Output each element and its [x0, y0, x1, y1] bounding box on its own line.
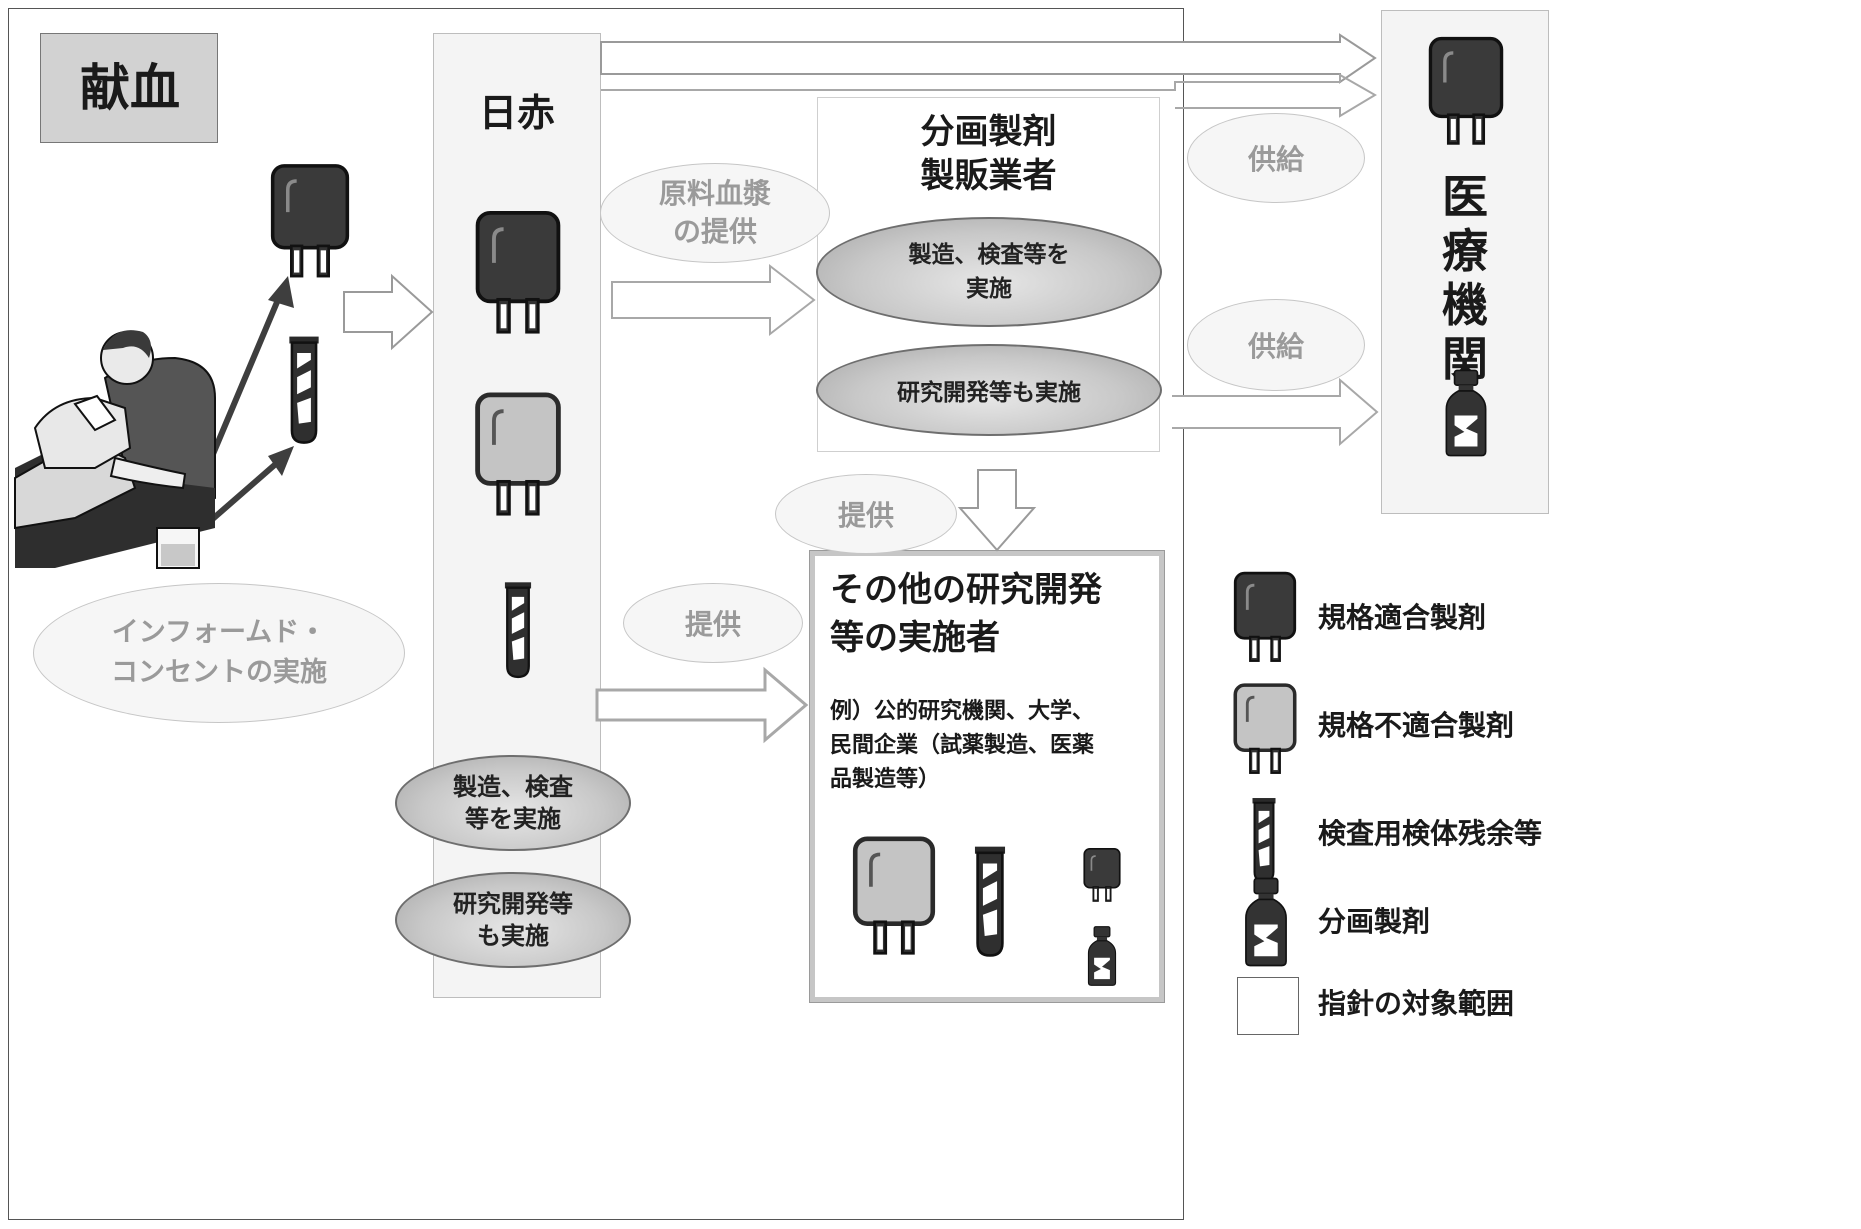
donor-blood-bag-icon [270, 160, 350, 282]
medical-bottle-icon [1441, 368, 1491, 458]
jrc-blood-bag-dark-icon [473, 210, 563, 335]
provide-from-jrc-ellipse: 提供 [623, 583, 803, 663]
down-arrow [957, 469, 1037, 552]
legend-label-nonconforming: 規格不適合製剤 [1318, 709, 1515, 742]
jrc-test-tube-icon [498, 580, 538, 680]
jrc-to-other-rd-arrow [595, 666, 809, 744]
legend-label-conforming: 規格適合製剤 [1318, 601, 1487, 634]
legend-label-scope: 指針の対象範囲 [1318, 987, 1515, 1020]
donation-label: 献血 [80, 59, 180, 117]
legend-label-specimen: 検査用検体残余等 [1318, 817, 1543, 850]
donation-label-box: 献血 [40, 33, 218, 143]
legend-blood-bag-dark-icon [1232, 571, 1298, 663]
donor-test-tube-icon [284, 334, 324, 446]
upper-arrow [601, 73, 1377, 118]
supply-ellipse-1: 供給 [1187, 113, 1365, 203]
legend-blood-bag-light-icon [1232, 683, 1298, 775]
jrc-manufacture-ellipse: 製造、検査 等を実施 [395, 755, 631, 851]
legend-bottle-icon [1240, 876, 1292, 968]
donor-to-jrc-arrow [343, 273, 434, 351]
other-rd-blood-bag-light-icon [851, 836, 937, 956]
jrc-blood-bag-light-icon [473, 392, 563, 517]
frac-manufacture-ellipse: 製造、検査等を 実施 [816, 217, 1162, 327]
top-arrow [600, 33, 1377, 84]
outer-frame [8, 8, 1184, 1220]
other-rd-blood-bag-dark-icon [1083, 847, 1121, 903]
legend-test-tube-icon [1246, 796, 1282, 884]
medical-institutions-label: 医 療 機 関 [1442, 170, 1488, 386]
provide-from-frac-ellipse: 提供 [775, 474, 957, 554]
fractionation-title: 分画製剤 製販業者 [920, 112, 1057, 196]
legend-label-fractionated: 分画製剤 [1318, 905, 1431, 938]
frac-research-ellipse: 研究開発等も実施 [816, 344, 1162, 436]
other-rd-examples: 例）公的研究機関、大学、 民間企業（試薬製造、医薬 品製造等） [830, 699, 1095, 792]
other-rd-test-tube-icon [968, 844, 1012, 959]
fractionation-to-medical-arrow [1172, 377, 1379, 447]
supply-ellipse-2: 供給 [1187, 299, 1365, 391]
jrc-research-ellipse: 研究開発等 も実施 [395, 872, 631, 968]
blood-donor-illustration [14, 318, 216, 569]
informed-consent-ellipse: インフォームド・ コンセントの実施 [33, 583, 405, 723]
other-rd-bottle-icon [1084, 925, 1120, 987]
other-rd-title: その他の研究開発 等の実施者 [830, 570, 1102, 658]
jrc-label: 日赤 [478, 91, 555, 135]
plasma-supply-ellipse: 原料血漿 の提供 [600, 163, 830, 263]
jrc-to-fractionation-arrow [611, 263, 816, 337]
legend-scope-box-icon [1237, 977, 1299, 1035]
medical-blood-bag-icon [1427, 36, 1505, 146]
